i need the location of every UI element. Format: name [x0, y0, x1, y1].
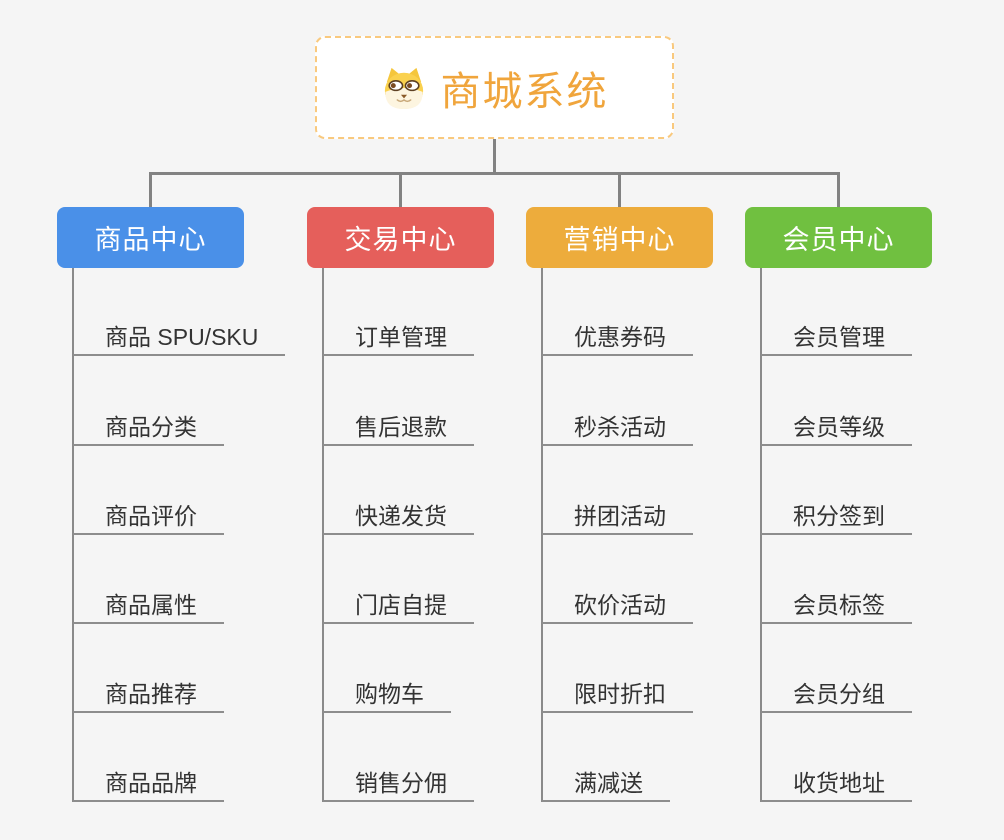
- subtopic-node[interactable]: 积分签到: [761, 502, 912, 535]
- branch-node-product-center[interactable]: 商品中心: [57, 207, 244, 268]
- shiba-dog-icon: [381, 66, 427, 110]
- subtopic-node[interactable]: 秒杀活动: [542, 413, 693, 446]
- subtopic-node[interactable]: 商品分类: [73, 413, 224, 446]
- branch-node-trade-center[interactable]: 交易中心: [307, 207, 494, 268]
- subtopic-node[interactable]: 会员分组: [761, 680, 912, 713]
- connector-spine-member: [760, 268, 762, 802]
- subtopic-node[interactable]: 售后退款: [323, 413, 474, 446]
- connector-stub-product: [149, 172, 152, 208]
- subtopic-node[interactable]: 门店自提: [323, 591, 474, 624]
- root-topic[interactable]: 商城系统: [315, 36, 674, 139]
- subtopic-node[interactable]: 砍价活动: [542, 591, 693, 624]
- subtopic-node[interactable]: 拼团活动: [542, 502, 693, 535]
- subtopic-node[interactable]: 会员管理: [761, 323, 912, 356]
- connector-stub-member: [837, 172, 840, 208]
- branch-node-marketing-center[interactable]: 营销中心: [526, 207, 713, 268]
- connector-root-stub: [493, 139, 496, 175]
- subtopic-node[interactable]: 满减送: [542, 769, 670, 802]
- subtopic-node[interactable]: 商品评价: [73, 502, 224, 535]
- subtopic-node[interactable]: 会员等级: [761, 413, 912, 446]
- connector-stub-marketing: [618, 172, 621, 208]
- root-title: 商城系统: [440, 69, 609, 114]
- subtopic-node[interactable]: 限时折扣: [542, 680, 693, 713]
- subtopic-node[interactable]: 商品品牌: [73, 769, 224, 802]
- subtopic-node[interactable]: 收货地址: [761, 769, 912, 802]
- connector-spine-product: [72, 268, 74, 802]
- subtopic-node[interactable]: 会员标签: [761, 591, 912, 624]
- connector-bus: [149, 172, 840, 175]
- subtopic-node[interactable]: 优惠券码: [542, 323, 693, 356]
- subtopic-node[interactable]: 快递发货: [323, 502, 474, 535]
- connector-spine-trade: [322, 268, 324, 802]
- subtopic-node[interactable]: 购物车: [323, 680, 451, 713]
- branch-node-member-center[interactable]: 会员中心: [745, 207, 932, 268]
- subtopic-node[interactable]: 销售分佣: [323, 769, 474, 802]
- subtopic-node[interactable]: 订单管理: [323, 323, 474, 356]
- connector-stub-trade: [399, 172, 402, 208]
- subtopic-node[interactable]: 商品 SPU/SKU: [73, 323, 286, 356]
- subtopic-node[interactable]: 商品属性: [73, 591, 224, 624]
- connector-spine-marketing: [541, 268, 543, 802]
- subtopic-node[interactable]: 商品推荐: [73, 680, 224, 713]
